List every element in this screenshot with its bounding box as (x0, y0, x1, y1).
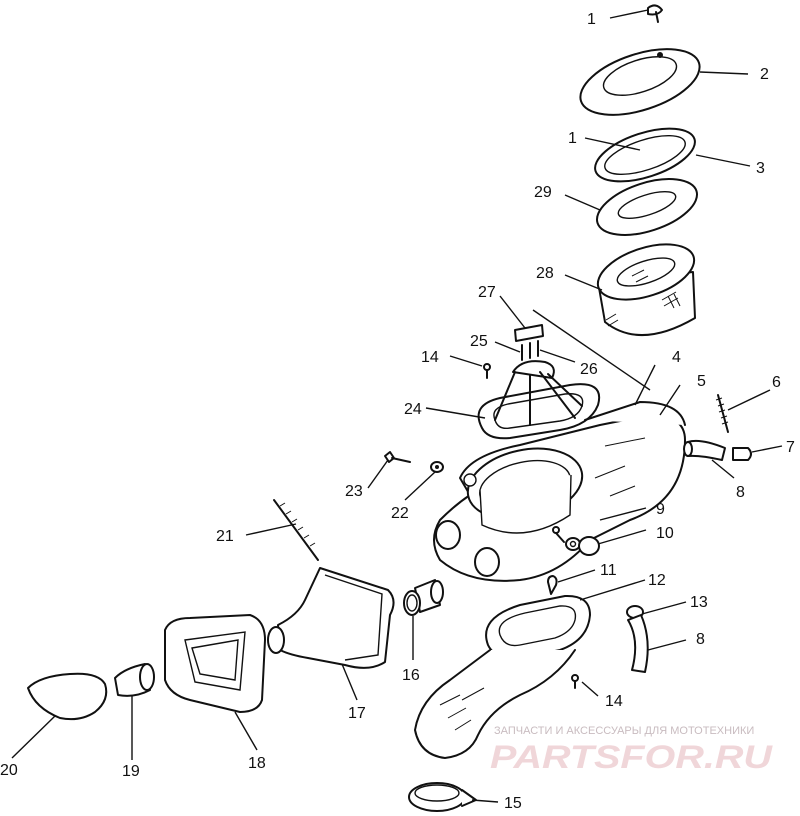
pre-filter-cap (27, 672, 108, 721)
callout-4: 4 (672, 349, 681, 366)
callout-19: 19 (122, 763, 140, 780)
callout-14-upper: 14 (421, 349, 439, 366)
callout-7: 7 (786, 439, 795, 456)
watermark-caption: ЗАПЧАСТИ И АКСЕССУАРЫ ДЛЯ МОТОТЕХНИКИ (494, 725, 754, 737)
callout-16: 16 (402, 667, 420, 684)
callout-15: 15 (504, 795, 522, 812)
callout-1-mid: 1 (568, 130, 577, 147)
callout-23: 23 (345, 483, 363, 500)
callout-labels: 1 2 1 3 29 28 27 25 26 4 14 5 6 24 7 8 2… (0, 11, 795, 812)
screw-23 (384, 451, 411, 463)
hose-lower (627, 614, 649, 673)
screw-upper (483, 363, 491, 379)
intake-funnel (267, 567, 395, 669)
callout-20: 20 (0, 762, 18, 779)
sleeve (114, 663, 155, 697)
watermark: ЗАПЧАСТИ И АКСЕССУАРЫ ДЛЯ МОТОТЕХНИКИ PA… (490, 725, 773, 775)
spring-clip (547, 575, 558, 595)
long-bolt (273, 499, 319, 561)
callout-25: 25 (470, 333, 488, 350)
callout-24: 24 (404, 401, 422, 418)
leader-lines (11, 9, 783, 803)
screw-lower (571, 674, 579, 689)
rod (715, 394, 729, 433)
callout-6: 6 (772, 374, 781, 391)
hose-upper (683, 439, 726, 461)
small-plate (514, 324, 544, 342)
gasket-ring (594, 127, 696, 183)
filter-frame (164, 614, 266, 713)
filter-support-cage (477, 360, 601, 440)
wing-nut-top (647, 4, 663, 23)
callout-2: 2 (760, 66, 769, 83)
callout-14-lower: 14 (605, 693, 623, 710)
callout-17: 17 (348, 705, 366, 722)
callout-8-lower: 8 (696, 631, 705, 648)
callout-28: 28 (536, 265, 554, 282)
callout-1-top: 1 (587, 11, 596, 28)
callout-8-upper: 8 (736, 484, 745, 501)
callout-5: 5 (697, 373, 706, 390)
callout-26: 26 (580, 361, 598, 378)
callout-3: 3 (756, 160, 765, 177)
end-cap (732, 447, 752, 461)
watermark-logo: PARTSFOR.RU (490, 739, 773, 775)
callout-11: 11 (600, 562, 617, 579)
filter-cap (595, 178, 699, 236)
coupler (403, 579, 444, 616)
support-pins (521, 340, 539, 361)
callout-13: 13 (690, 594, 708, 611)
lower-intake-duct (414, 594, 591, 759)
callout-18: 18 (248, 755, 266, 772)
callout-29: 29 (534, 184, 552, 201)
parts-drawing (27, 4, 752, 812)
main-air-box (433, 401, 686, 582)
side-screw (552, 526, 600, 556)
callout-12: 12 (648, 572, 666, 589)
callout-10: 10 (656, 525, 674, 542)
band-clamp (408, 782, 477, 812)
callout-22: 22 (391, 505, 409, 522)
callout-27: 27 (478, 284, 496, 301)
washer (430, 461, 444, 473)
air-box-cover (579, 48, 701, 116)
callout-9: 9 (656, 501, 665, 518)
filter-element (596, 243, 696, 337)
callout-21: 21 (216, 528, 234, 545)
